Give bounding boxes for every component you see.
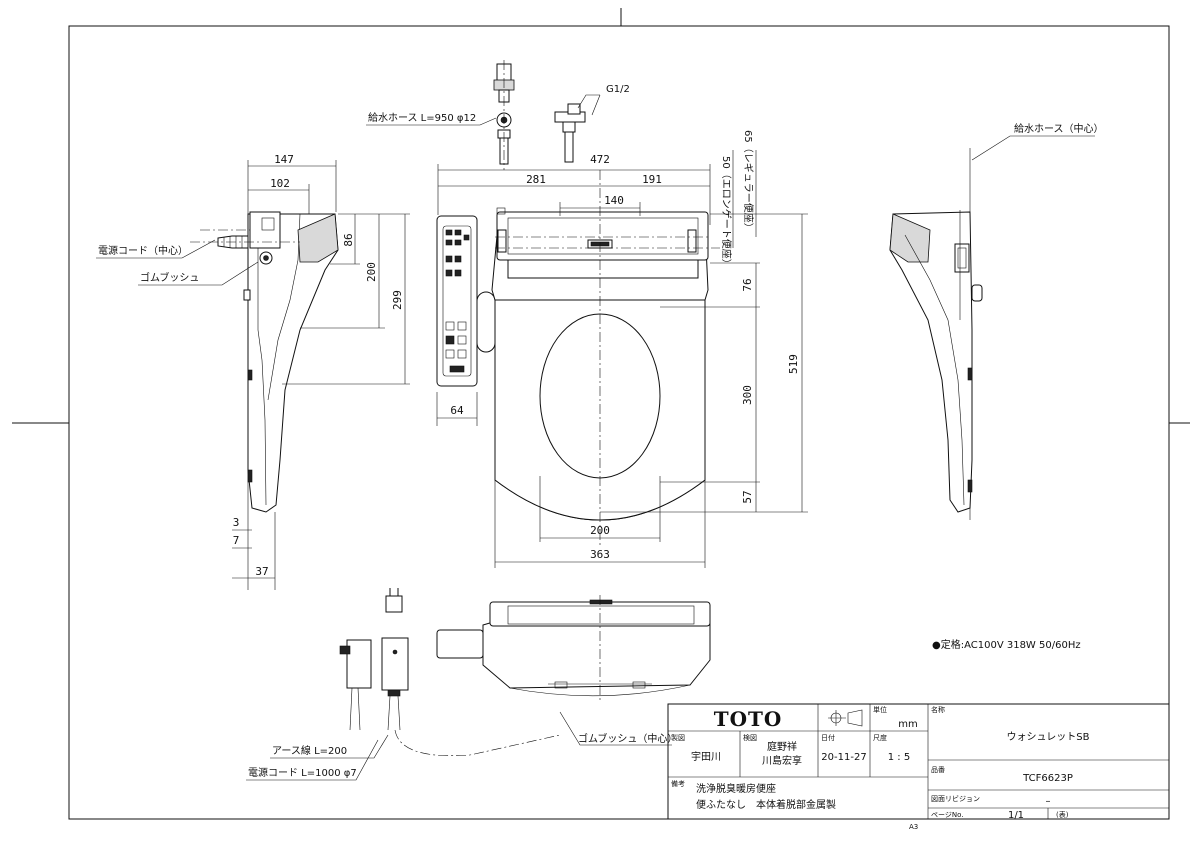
- name-label: 名称: [931, 705, 945, 714]
- dim-76: 76: [741, 278, 754, 291]
- front-view: [436, 595, 711, 700]
- supply-fittings: [493, 60, 586, 170]
- revision-label: 図面リビジョン: [931, 794, 980, 803]
- unit-value: mm: [898, 719, 917, 730]
- dim-50-elongated: 50（エロンゲート便座）: [720, 156, 733, 269]
- dim-140: 140: [604, 194, 624, 207]
- right-side-view: [889, 148, 983, 520]
- page-number: 1/1: [1008, 810, 1024, 821]
- top-leaders: [366, 94, 601, 126]
- left-leaders: [96, 239, 259, 286]
- dim-64: 64: [450, 404, 464, 417]
- sheet-frame: [12, 8, 1190, 820]
- left-side-view: [190, 160, 339, 590]
- dim-299: 299: [391, 290, 404, 310]
- g12-label: G1/2: [606, 84, 630, 95]
- date-label: 日付: [821, 733, 835, 742]
- unit-label: 単位: [873, 705, 887, 714]
- plug-assembly: [339, 588, 561, 756]
- dim-363: 363: [590, 548, 610, 561]
- remarks-line-1: 洗浄脱臭暖房便座: [696, 782, 776, 795]
- product-name: ウォシュレットSB: [1006, 731, 1089, 743]
- drawn-label: 製図: [671, 733, 685, 742]
- part-number-label: 品番: [931, 766, 945, 774]
- scale-label: 尺度: [873, 733, 887, 742]
- supply-hose-right-label: 給水ホース（中心）: [1014, 122, 1104, 135]
- dim-519: 519: [787, 354, 800, 374]
- supply-hose-left-label: 給水ホース L=950 φ12: [368, 111, 476, 124]
- power-cord-center-label: 電源コード（中心）: [98, 244, 188, 257]
- part-number: TCF6623P: [1022, 773, 1073, 784]
- date-value: 20-11-27: [821, 752, 866, 763]
- earth-wire-label: アース線 L=200: [272, 744, 347, 757]
- scale-value: 1 : 5: [888, 752, 910, 763]
- dim-281: 281: [526, 173, 546, 186]
- drawn-by: 宇田川: [691, 750, 721, 763]
- plan-view: [436, 170, 720, 545]
- power-cord-length-label: 電源コード L=1000 φ7: [248, 766, 357, 779]
- dim-65-regular: 65（レギュラー便座）: [742, 130, 755, 233]
- rubber-bush-left-label: ゴムブッシュ: [140, 271, 199, 284]
- bottom-leaders: [246, 711, 672, 781]
- dim-7: 7: [233, 534, 240, 547]
- dim-102: 102: [270, 177, 290, 190]
- dim-472: 472: [590, 153, 610, 166]
- dim-300: 300: [741, 385, 754, 405]
- dim-147: 147: [274, 153, 294, 166]
- page-note: (表): [1056, 810, 1069, 819]
- left-view-dimensions: [232, 160, 410, 590]
- plan-view-dimensions: [436, 150, 808, 568]
- dim-37: 37: [255, 565, 268, 578]
- toto-logo: TOTO: [714, 707, 783, 731]
- remarks-line-2: 便ふたなし 本体着脱部金属製: [696, 798, 836, 811]
- right-leader: [971, 135, 1095, 161]
- dim-3: 3: [233, 516, 240, 529]
- checked-by-1: 庭野祥: [767, 740, 797, 753]
- remarks-label: 備考: [671, 779, 685, 788]
- dim-57: 57: [741, 490, 754, 503]
- dim-200-horizontal: 200: [590, 524, 610, 537]
- rating-note: ●定格:AC100V 318W 50/60Hz: [932, 638, 1081, 651]
- page-label: ページNo.: [931, 811, 963, 819]
- revision-value: –: [1046, 796, 1051, 807]
- checked-label: 検図: [743, 733, 757, 742]
- dim-86: 86: [342, 233, 355, 246]
- dim-191: 191: [642, 173, 662, 186]
- title-block: [667, 703, 1170, 820]
- sheet-size: A3: [909, 823, 918, 831]
- checked-by-2: 川島宏享: [762, 754, 802, 767]
- rubber-bush-bottom-label: ゴムブッシュ（中心）: [578, 732, 677, 745]
- dim-200-vertical: 200: [365, 262, 378, 282]
